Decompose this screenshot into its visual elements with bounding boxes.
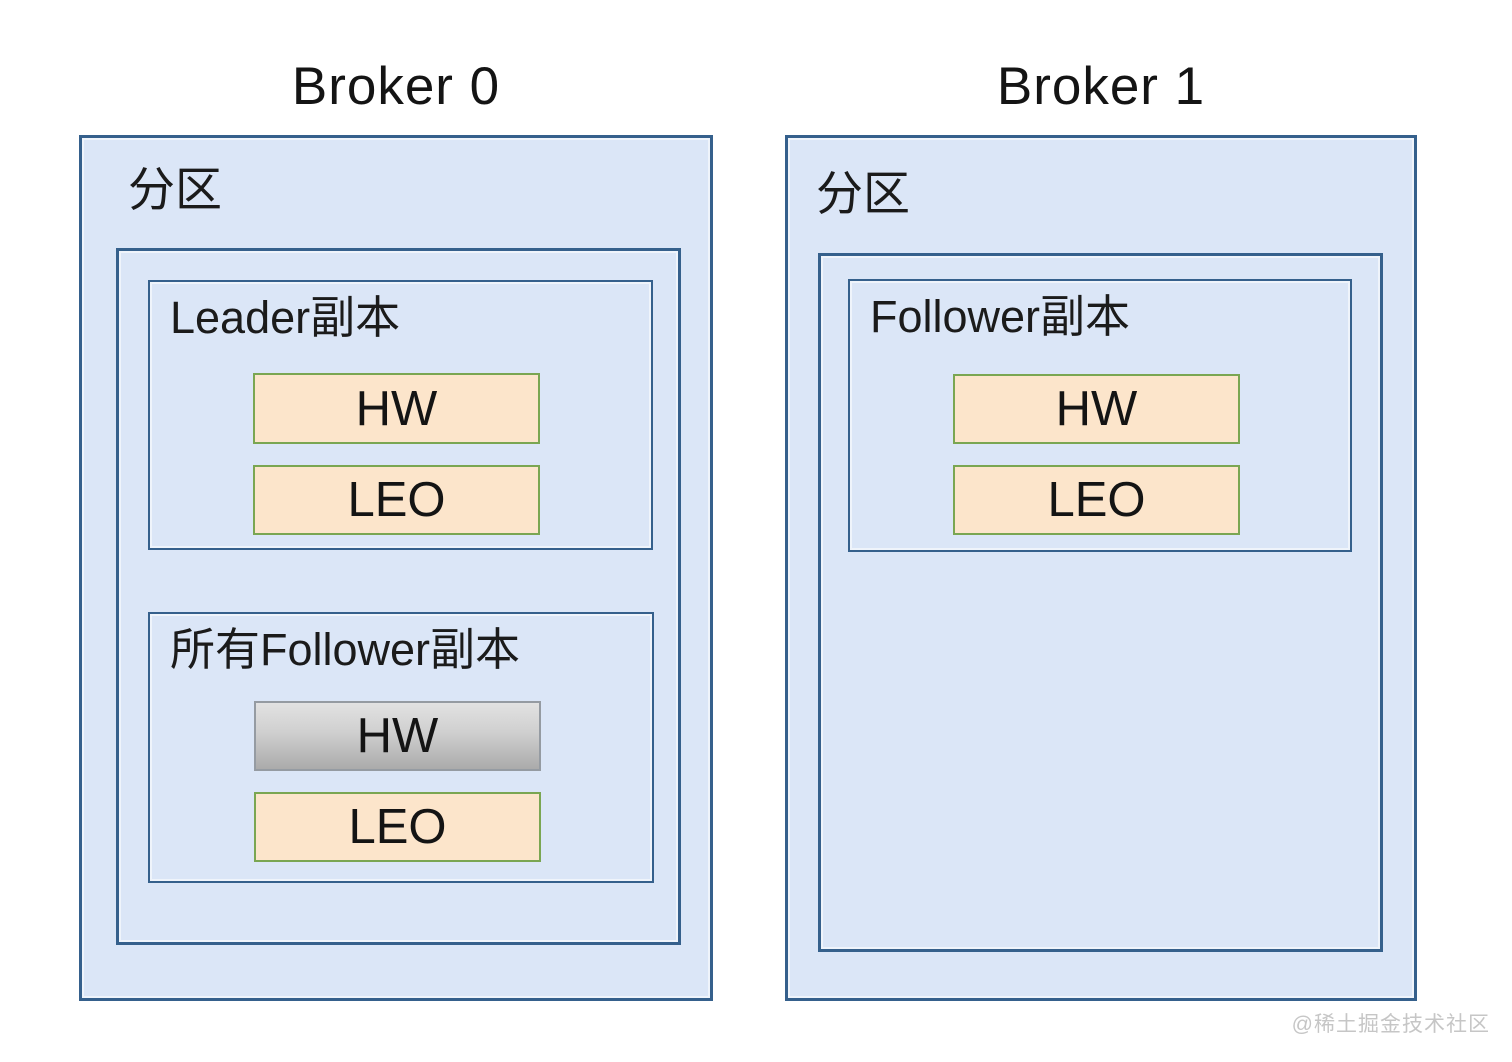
- broker-0-partition-label: 分区: [128, 163, 222, 216]
- broker-1-title: Broker 1: [996, 57, 1206, 116]
- broker-1-partition-label: 分区: [816, 167, 910, 220]
- all-follower-replica-label: 所有Follower副本: [170, 624, 521, 675]
- broker-1-partition-box: Follower副本 HW LEO: [818, 253, 1383, 952]
- leader-replica-box: Leader副本 HW LEO: [148, 280, 653, 550]
- watermark: @稀土掘金技术社区: [1291, 1013, 1490, 1036]
- follower-hw-badge: HW: [953, 374, 1240, 444]
- broker-0-title: Broker 0: [291, 57, 501, 116]
- broker-0-partition-box: Leader副本 HW LEO 所有Follower副本 HW LEO: [116, 248, 681, 945]
- all-follower-leo-badge: LEO: [254, 792, 541, 862]
- leader-leo-badge: LEO: [253, 465, 540, 535]
- follower-leo-badge: LEO: [953, 465, 1240, 535]
- follower-replica-box: Follower副本 HW LEO: [848, 279, 1352, 552]
- broker-1-box: 分区 Follower副本 HW LEO: [785, 135, 1417, 1001]
- leader-replica-label: Leader副本: [170, 292, 401, 343]
- follower-replica-label: Follower副本: [870, 291, 1131, 342]
- broker-0-box: 分区 Leader副本 HW LEO 所有Follower副本 HW LEO: [79, 135, 713, 1001]
- all-follower-replica-box: 所有Follower副本 HW LEO: [148, 612, 654, 883]
- all-follower-hw-badge: HW: [254, 701, 541, 771]
- leader-hw-badge: HW: [253, 373, 540, 444]
